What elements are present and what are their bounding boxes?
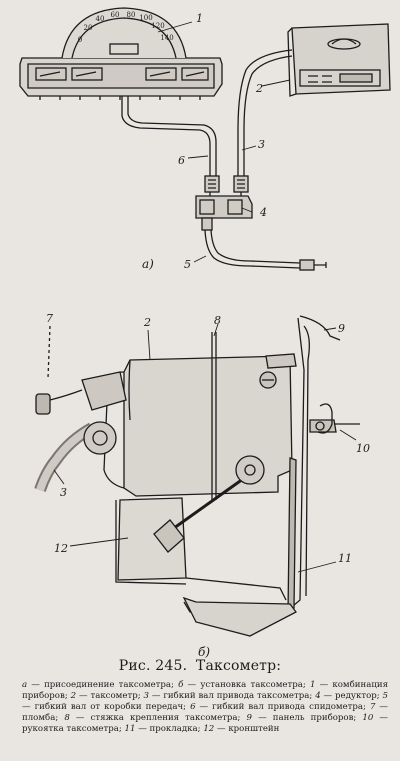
scale-label: 40 bbox=[96, 15, 105, 23]
callout-7: 7 bbox=[46, 312, 53, 325]
legend-item: а — присоединение таксометра; bbox=[22, 680, 174, 690]
legend-item: 3 — гибкий вал привода таксометра; bbox=[143, 691, 313, 701]
legend-item: 2 — таксометр; bbox=[70, 691, 141, 701]
callout-12: 12 bbox=[54, 542, 68, 555]
caption-title: Таксометр: bbox=[195, 658, 282, 674]
scale-label: 20 bbox=[84, 24, 93, 32]
legend-item: 12 — кронштейн bbox=[203, 724, 280, 734]
legend-item: б — установка таксометра; bbox=[178, 680, 306, 690]
callout-3: 3 bbox=[258, 138, 265, 151]
scale-label: 140 bbox=[160, 34, 173, 42]
callout-5: 5 bbox=[184, 258, 191, 271]
callout-4: 4 bbox=[259, 206, 267, 219]
callout-2b: 2 bbox=[143, 316, 151, 329]
legend-item: 4 — редуктор; bbox=[315, 691, 380, 701]
reducer bbox=[195, 195, 253, 219]
pad bbox=[287, 457, 297, 614]
callout-1: 1 bbox=[196, 12, 203, 25]
callout-8: 8 bbox=[214, 314, 221, 327]
legend-item: 10 — рукоятка таксометра; bbox=[22, 713, 389, 734]
legend-item: 7 — пломба; bbox=[22, 702, 388, 723]
speedometer-dome bbox=[61, 7, 187, 59]
figure-caption: Рис. 245. Таксометр: bbox=[0, 658, 400, 674]
scale-label: 120 bbox=[151, 22, 164, 30]
scale-label: 60 bbox=[111, 11, 120, 19]
callout-9: 9 bbox=[338, 322, 345, 335]
scale-label: 100 bbox=[139, 14, 152, 22]
legend-item: 9 — панель приборов; bbox=[246, 713, 357, 723]
callout-2: 2 bbox=[255, 82, 263, 95]
legend-item: 1 — комбинация приборов; bbox=[22, 680, 389, 701]
legend-item: 8 — стяжка крепления таксометра; bbox=[64, 713, 241, 723]
callout-3b: 3 bbox=[60, 486, 67, 499]
scale-label: 0 bbox=[78, 36, 82, 44]
callout-10: 10 bbox=[356, 442, 370, 455]
callout-11: 11 bbox=[338, 552, 352, 565]
scale-label: 80 bbox=[127, 11, 136, 19]
legend-item: 5 — гибкий вал от коробки передач; bbox=[22, 691, 389, 712]
figure-legend: а — присоединение таксометра; б — устано… bbox=[22, 680, 388, 735]
taximeter-box-a bbox=[291, 23, 391, 95]
caption-number: Рис. 245. bbox=[118, 658, 188, 674]
legend-item: 11 — прокладка; bbox=[124, 724, 201, 734]
part-b-label: б) bbox=[198, 645, 210, 659]
legend-item: 6 — гибкий вал привода спидометра; bbox=[190, 702, 366, 712]
part-a-label: а) bbox=[142, 257, 154, 271]
callout-6: 6 bbox=[178, 154, 185, 167]
